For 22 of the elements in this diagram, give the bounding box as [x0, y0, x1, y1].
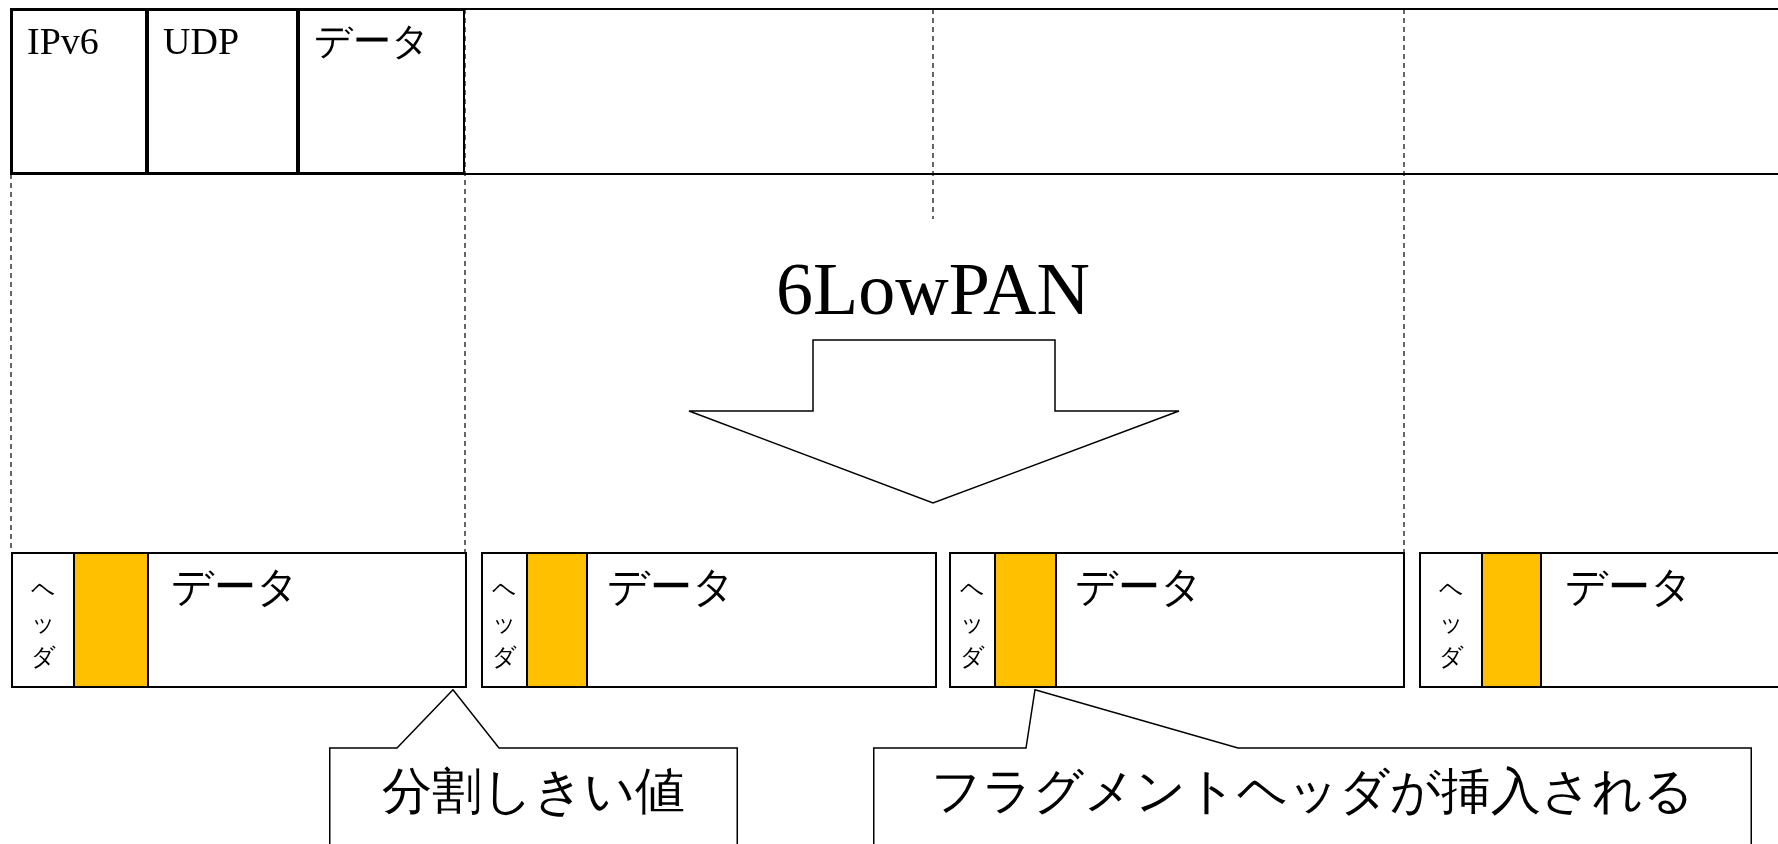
header-label: ヘッダ [491, 574, 518, 673]
callout-text: フラグメントヘッダが挿入される [930, 766, 1695, 816]
data-label: データ [1565, 564, 1693, 611]
fragment-box [1419, 552, 1778, 688]
header-label: ヘッダ [30, 574, 56, 673]
header-label: ヘッダ [1438, 574, 1464, 673]
fragment-header-block [73, 554, 149, 686]
callout-text: 分割しきい値 [381, 766, 686, 816]
header-cell: データ [298, 9, 465, 174]
data-label: データ [1075, 564, 1203, 611]
data-label: データ [171, 564, 299, 611]
header-cell: UDP [147, 9, 298, 174]
data-label: データ [607, 564, 735, 611]
fragment-header-block [526, 554, 588, 686]
fragment-header-block [994, 554, 1057, 686]
header-cell: IPv6 [11, 9, 147, 174]
fragment-box [11, 552, 467, 688]
fragment-box [481, 552, 937, 688]
header-label: ヘッダ [959, 574, 986, 673]
fragment-box [949, 552, 1405, 688]
protocol-label: 6LowPAN [775, 252, 1091, 326]
fragment-header-block [1481, 554, 1542, 686]
